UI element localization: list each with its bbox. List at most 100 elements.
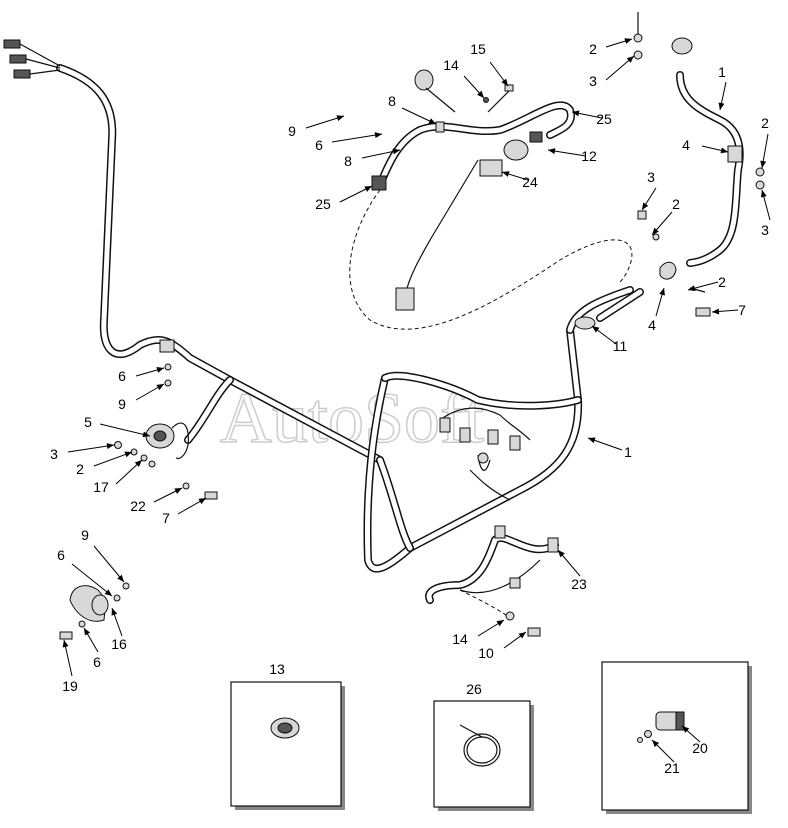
callout-c-4a: 4 xyxy=(682,137,690,153)
callout-c-3a: 3 xyxy=(589,73,597,89)
lower-harness xyxy=(425,469,559,637)
leader-line-c-6c xyxy=(71,563,113,597)
leader-arrow-c-25b xyxy=(364,186,372,192)
callout-c-4b: 4 xyxy=(648,317,656,333)
leader-arrow-c-12 xyxy=(548,148,556,155)
leader-line-c-6a xyxy=(331,133,383,143)
callout-c-14b: 14 xyxy=(452,631,468,647)
leader-arrow-c-3c xyxy=(642,202,649,210)
callout-c-2e: 2 xyxy=(76,461,84,477)
leader-arrow-c-8b xyxy=(392,148,400,155)
callout-c-6b: 6 xyxy=(118,368,126,384)
main-harness xyxy=(3,39,634,573)
leader-arrow-c-9a xyxy=(336,115,344,121)
callout-c-8b: 8 xyxy=(344,153,352,169)
callout-c-24: 24 xyxy=(522,174,538,190)
callout-c-3b: 3 xyxy=(761,222,769,238)
leader-arrow-c-3b xyxy=(760,190,767,198)
leader-line-c-9c xyxy=(93,545,125,583)
callout-c-11: 11 xyxy=(613,338,628,354)
callout-c-6d: 6 xyxy=(93,654,101,670)
callout-c-20: 20 xyxy=(692,740,708,756)
leader-arrow-c-23 xyxy=(558,550,565,558)
leader-line-c-5 xyxy=(99,423,151,437)
callout-c-2d: 2 xyxy=(718,274,726,290)
leader-arrow-c-9c xyxy=(117,574,124,582)
callout-c-25b: 25 xyxy=(315,196,331,212)
callout-c-2a: 2 xyxy=(589,41,597,57)
callout-c-26: 26 xyxy=(466,681,482,697)
leader-arrow-c-2d xyxy=(688,285,696,292)
callout-c-12: 12 xyxy=(581,148,597,164)
callout-c-17: 17 xyxy=(93,479,109,495)
leader-arrow-c-2c xyxy=(652,227,659,235)
leader-arrow-c-6d xyxy=(84,628,91,636)
leader-arrow-c-7b xyxy=(198,498,206,505)
callout-c-16: 16 xyxy=(111,636,127,652)
callout-c-19: 19 xyxy=(62,678,78,694)
leader-arrow-c-6a xyxy=(374,132,382,139)
callout-c-1b: 1 xyxy=(624,444,632,460)
callout-c-6a: 6 xyxy=(315,137,323,153)
leader-arrow-c-1b xyxy=(588,437,596,444)
leader-arrow-c-14a xyxy=(477,90,484,98)
callout-c-25a: 25 xyxy=(596,111,612,127)
leader-arrow-c-2e xyxy=(124,451,132,458)
leader-arrow-c-24 xyxy=(502,171,510,177)
leader-arrow-c-19 xyxy=(62,640,69,648)
leader-arrow-c-3d xyxy=(106,443,114,450)
leader-arrow-c-22 xyxy=(174,488,182,494)
leader-arrow-c-20 xyxy=(682,726,690,733)
leader-arrow-c-6b xyxy=(156,367,164,373)
callout-c-13: 13 xyxy=(269,661,285,677)
leader-arrow-c-11 xyxy=(592,326,600,333)
upper-harness xyxy=(349,69,633,330)
leader-arrow-c-16 xyxy=(111,608,118,616)
callout-c-14a: 14 xyxy=(443,57,459,73)
callout-c-9c: 9 xyxy=(81,527,89,543)
callout-c-8a: 8 xyxy=(388,93,396,109)
leader-arrow-c-4b xyxy=(659,288,665,296)
callout-c-2b: 2 xyxy=(761,115,769,131)
center-connectors xyxy=(439,407,531,471)
leader-arrow-c-17 xyxy=(134,460,142,467)
inset-box-20 xyxy=(601,661,752,814)
leader-arrow-c-5 xyxy=(142,431,150,438)
callout-c-6c: 6 xyxy=(57,547,65,563)
leader-arrow-c-3a xyxy=(626,56,634,63)
leader-arrow-c-21 xyxy=(652,740,660,748)
callout-c-22: 22 xyxy=(130,498,146,514)
callout-c-1a: 1 xyxy=(718,64,726,80)
callout-c-5: 5 xyxy=(84,414,92,430)
leader-arrow-c-9b xyxy=(156,384,164,391)
callout-c-15: 15 xyxy=(470,41,486,57)
callout-c-7a: 7 xyxy=(738,302,746,318)
callout-c-9b: 9 xyxy=(118,396,126,412)
left-components xyxy=(59,363,218,640)
callout-c-9a: 9 xyxy=(288,123,296,139)
callout-c-3d: 3 xyxy=(50,446,58,462)
leader-arrow-c-7a xyxy=(712,308,720,315)
leader-arrow-c-2a xyxy=(624,38,632,44)
leader-line-c-3d xyxy=(67,444,115,453)
inset-box-13 xyxy=(230,681,345,810)
leader-arrow-c-15 xyxy=(501,78,508,86)
leader-arrow-c-1a xyxy=(718,102,725,110)
callout-layer: 1122222333344566667788999101112131414151… xyxy=(50,38,771,776)
leader-arrow-c-6c xyxy=(104,589,112,596)
leader-arrow-c-25a xyxy=(572,110,580,117)
callout-c-10: 10 xyxy=(478,645,494,661)
leader-arrow-c-10 xyxy=(518,632,526,639)
callout-c-23: 23 xyxy=(571,576,587,592)
callout-c-2c: 2 xyxy=(672,196,680,212)
inset-box-26 xyxy=(433,700,534,811)
callout-c-3c: 3 xyxy=(647,169,655,185)
callout-c-21: 21 xyxy=(664,760,680,776)
callout-c-7b: 7 xyxy=(162,510,170,526)
leader-arrow-c-4a xyxy=(720,147,728,154)
leader-arrow-c-14b xyxy=(496,620,504,627)
right-harness xyxy=(574,12,765,330)
leader-arrow-c-2b xyxy=(760,160,767,168)
leader-arrow-c-8a xyxy=(428,118,436,124)
